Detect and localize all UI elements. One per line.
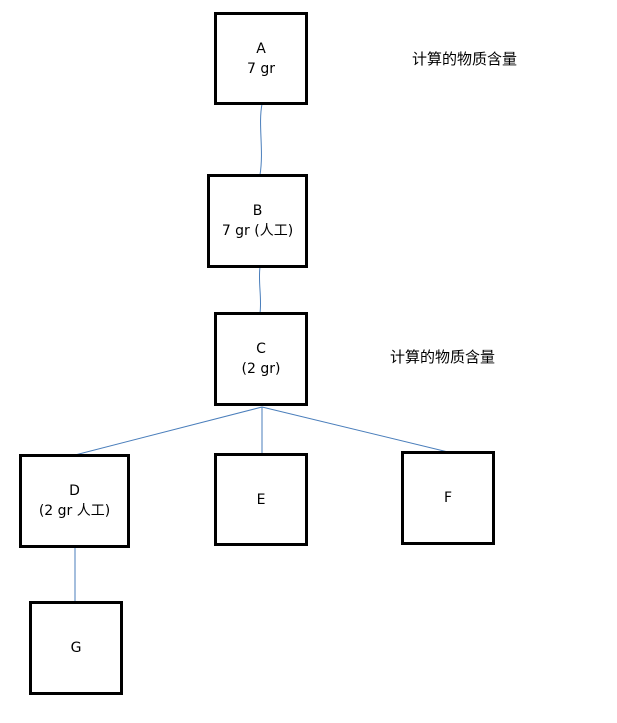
node-f: F [401,451,495,545]
node-d-value: (2 gr 人工) [38,503,111,519]
node-f-label: F [443,490,453,506]
node-a: A 7 gr [214,12,308,105]
node-a-label: A [256,40,266,57]
connector-c-f [261,406,449,453]
node-e: E [214,453,308,546]
node-b-label: B [252,203,263,219]
node-g: G [29,601,123,695]
annotation-middle: 计算的物质含量 [390,348,496,366]
node-c: C (2 gr) [214,312,308,406]
node-e-label: E [256,491,266,508]
node-c-label: C [256,341,266,357]
node-c-value: (2 gr) [241,361,281,377]
node-b: B 7 gr (人工) [207,174,308,268]
node-a-value: 7 gr [247,60,275,77]
connector-b-c [258,266,262,314]
node-d-label: D [69,483,80,499]
connector-c-d [74,406,263,456]
annotation-top: 计算的物质含量 [412,50,518,68]
node-d: D (2 gr 人工) [19,454,130,548]
node-b-value: 7 gr (人工) [221,223,294,239]
connector-a-b [259,103,263,176]
node-g-label: G [70,640,82,656]
